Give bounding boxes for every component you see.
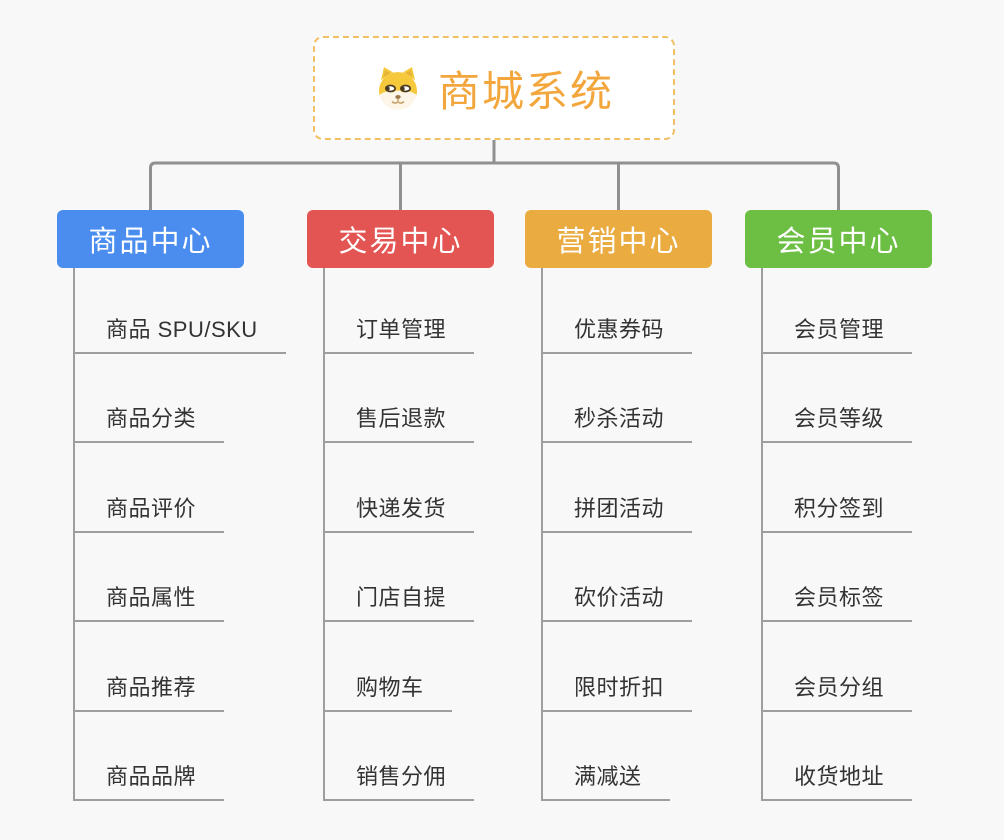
branch-node[interactable]: 交易中心 [307, 210, 494, 268]
root-node-title: 商城系统 [437, 67, 614, 115]
branch-items: 商品 SPU/SKU 商品分类商品评价商品属性商品推荐商品品牌 [73, 268, 307, 801]
leaf-node[interactable]: 订单管理 [323, 312, 475, 354]
leaf-node[interactable]: 砍价活动 [541, 580, 693, 622]
leaf-node[interactable]: 商品推荐 [73, 670, 225, 712]
branch-1: 交易中心 订单管理售后退款快递发货门店自提购物车销售分佣 [307, 210, 557, 801]
root-node[interactable]: 商城系统 [313, 36, 675, 140]
leaf-node[interactable]: 商品品牌 [73, 759, 225, 801]
branch-items: 会员管理会员等级积分签到会员标签会员分组收货地址 [761, 268, 995, 801]
leaf-node[interactable]: 秒杀活动 [541, 401, 693, 443]
branch-node[interactable]: 会员中心 [745, 210, 932, 268]
leaf-node[interactable]: 快递发货 [323, 491, 475, 533]
branch-2: 营销中心 优惠券码秒杀活动拼团活动砍价活动限时折扣满减送 [525, 210, 775, 801]
dog-face-icon [378, 67, 417, 110]
leaf-node[interactable]: 优惠券码 [541, 312, 693, 354]
leaf-node[interactable]: 积分签到 [761, 491, 913, 533]
leaf-node[interactable]: 满减送 [541, 759, 670, 801]
branch-node[interactable]: 商品中心 [57, 210, 244, 268]
branch-items: 订单管理售后退款快递发货门店自提购物车销售分佣 [323, 268, 557, 801]
leaf-node[interactable]: 商品属性 [73, 580, 225, 622]
branch-0: 商品中心 商品 SPU/SKU 商品分类商品评价商品属性商品推荐商品品牌 [57, 210, 307, 801]
branch-items: 优惠券码秒杀活动拼团活动砍价活动限时折扣满减送 [541, 268, 775, 801]
leaf-node[interactable]: 限时折扣 [541, 670, 693, 712]
leaf-node[interactable]: 会员标签 [761, 580, 913, 622]
leaf-node[interactable]: 门店自提 [323, 580, 475, 622]
leaf-node[interactable]: 商品评价 [73, 491, 225, 533]
leaf-node[interactable]: 拼团活动 [541, 491, 693, 533]
leaf-node[interactable]: 购物车 [323, 670, 452, 712]
leaf-node[interactable]: 销售分佣 [323, 759, 475, 801]
leaf-node[interactable]: 售后退款 [323, 401, 475, 443]
leaf-node[interactable]: 会员管理 [761, 312, 913, 354]
leaf-node[interactable]: 商品 SPU/SKU [73, 312, 286, 354]
branch-node[interactable]: 营销中心 [525, 210, 712, 268]
leaf-node[interactable]: 会员分组 [761, 670, 913, 712]
leaf-node[interactable]: 会员等级 [761, 401, 913, 443]
leaf-node[interactable]: 商品分类 [73, 401, 225, 443]
leaf-node[interactable]: 收货地址 [761, 759, 913, 801]
branch-3: 会员中心 会员管理会员等级积分签到会员标签会员分组收货地址 [745, 210, 995, 801]
